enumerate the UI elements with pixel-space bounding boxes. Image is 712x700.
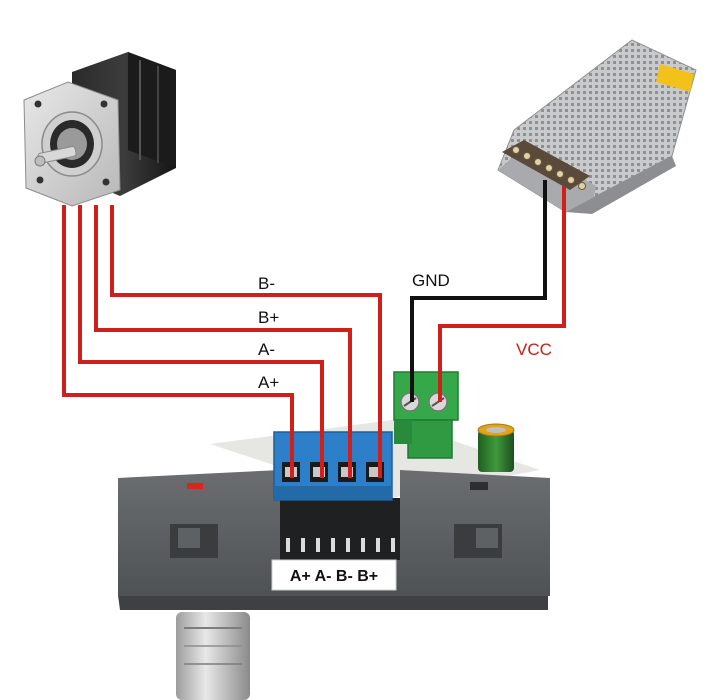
label-gnd: GND: [412, 271, 450, 290]
wire-a-plus: [62, 205, 294, 478]
label-a-minus: A-: [258, 340, 275, 359]
header-pins: [286, 538, 395, 552]
pin-label-text: A+ A- B- B+: [290, 568, 378, 585]
wire-vcc: [438, 186, 566, 402]
capacitor: [477, 423, 515, 472]
psu-terminal-screws: [512, 146, 586, 190]
label-vcc: VCC: [516, 340, 552, 359]
stepper-motor: [23, 52, 176, 207]
power-terminal-block: [393, 371, 459, 459]
label-a-plus: A+: [258, 373, 279, 392]
wire-a-minus: [78, 205, 324, 478]
pin-label-strip: [271, 559, 397, 591]
encoder-knob: [176, 612, 250, 700]
power-wires: [410, 180, 566, 402]
wire-b-minus: [110, 205, 382, 478]
driver-board: A+ A- B- B+: [118, 371, 550, 700]
wire-b-plus: [94, 205, 352, 478]
label-b-plus: B+: [258, 308, 279, 327]
motor-wires: [62, 205, 382, 478]
wire-gnd: [410, 180, 547, 402]
power-supply: [497, 39, 697, 214]
label-b-minus: B-: [258, 274, 275, 293]
